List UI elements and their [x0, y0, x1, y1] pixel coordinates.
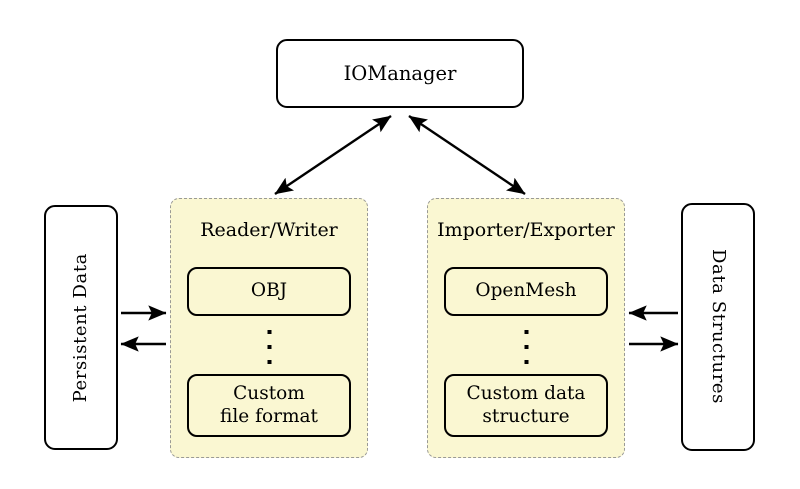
panel-reader-writer-item-obj[interactable]: OBJ [187, 267, 351, 316]
iomanager-label: IOManager [343, 61, 457, 85]
item-label-line2: file format [220, 405, 318, 427]
item-label-line1: Custom [233, 382, 305, 404]
panel-reader-writer[interactable]: Reader/Writer OBJ Custom file format [170, 198, 368, 458]
item-label: OBJ [250, 280, 288, 302]
item-label-line2: structure [482, 405, 570, 427]
panel-importer-exporter-title: Importer/Exporter [437, 219, 615, 241]
panel-importer-exporter-item-openmesh[interactable]: OpenMesh [444, 267, 608, 316]
panel-reader-writer-item-custom-file-format[interactable]: Custom file format [187, 374, 351, 437]
importer-exporter-ellipsis-icon [524, 330, 529, 364]
panel-reader-writer-title: Reader/Writer [200, 219, 338, 241]
reader-writer-ellipsis-icon [267, 330, 272, 364]
arrow-iomanager-importer-exporter [408, 115, 526, 195]
node-persistent-data[interactable]: Persistent Data [44, 205, 118, 450]
node-data-structures[interactable]: Data Structures [681, 203, 755, 451]
arrow-iomanager-reader-writer [274, 115, 392, 195]
item-label-multiline: Custom data structure [467, 383, 586, 428]
panel-importer-exporter[interactable]: Importer/Exporter OpenMesh Custom data s… [427, 198, 625, 458]
persistent-data-label: Persistent Data [70, 252, 92, 403]
panel-importer-exporter-item-custom-data-structure[interactable]: Custom data structure [444, 374, 608, 437]
node-iomanager[interactable]: IOManager [276, 39, 524, 108]
item-label-multiline: Custom file format [220, 383, 318, 428]
data-structures-label: Data Structures [707, 249, 729, 405]
item-label-line1: Custom data [466, 382, 586, 404]
item-label: OpenMesh [475, 280, 577, 302]
